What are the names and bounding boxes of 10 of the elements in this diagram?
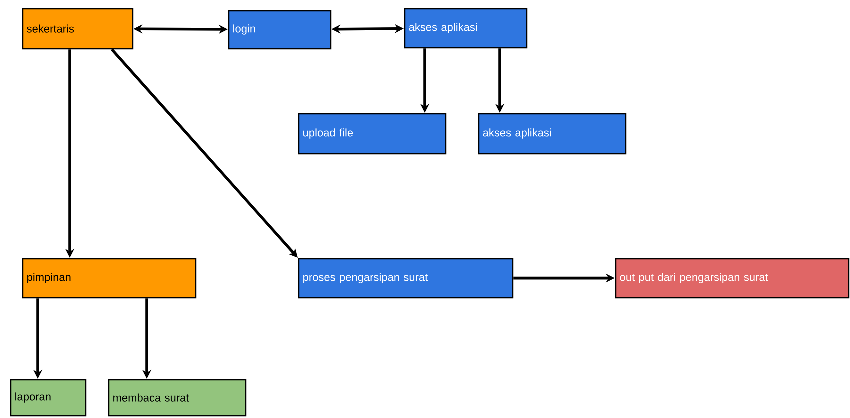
result-box: laporan <box>10 379 87 417</box>
person-box: pimpinan <box>22 258 197 299</box>
output-box: out put dari pengarsipan surat <box>615 258 850 299</box>
person-box: sekertaris <box>22 8 134 50</box>
result-box: membaca surat <box>108 379 247 417</box>
process-box: akses aplikasi <box>404 8 528 49</box>
process-box: akses aplikasi <box>478 113 627 155</box>
process-box: upload file <box>298 113 447 155</box>
process-box: proses pengarsipan surat <box>298 258 514 299</box>
process-box: login <box>228 10 332 50</box>
